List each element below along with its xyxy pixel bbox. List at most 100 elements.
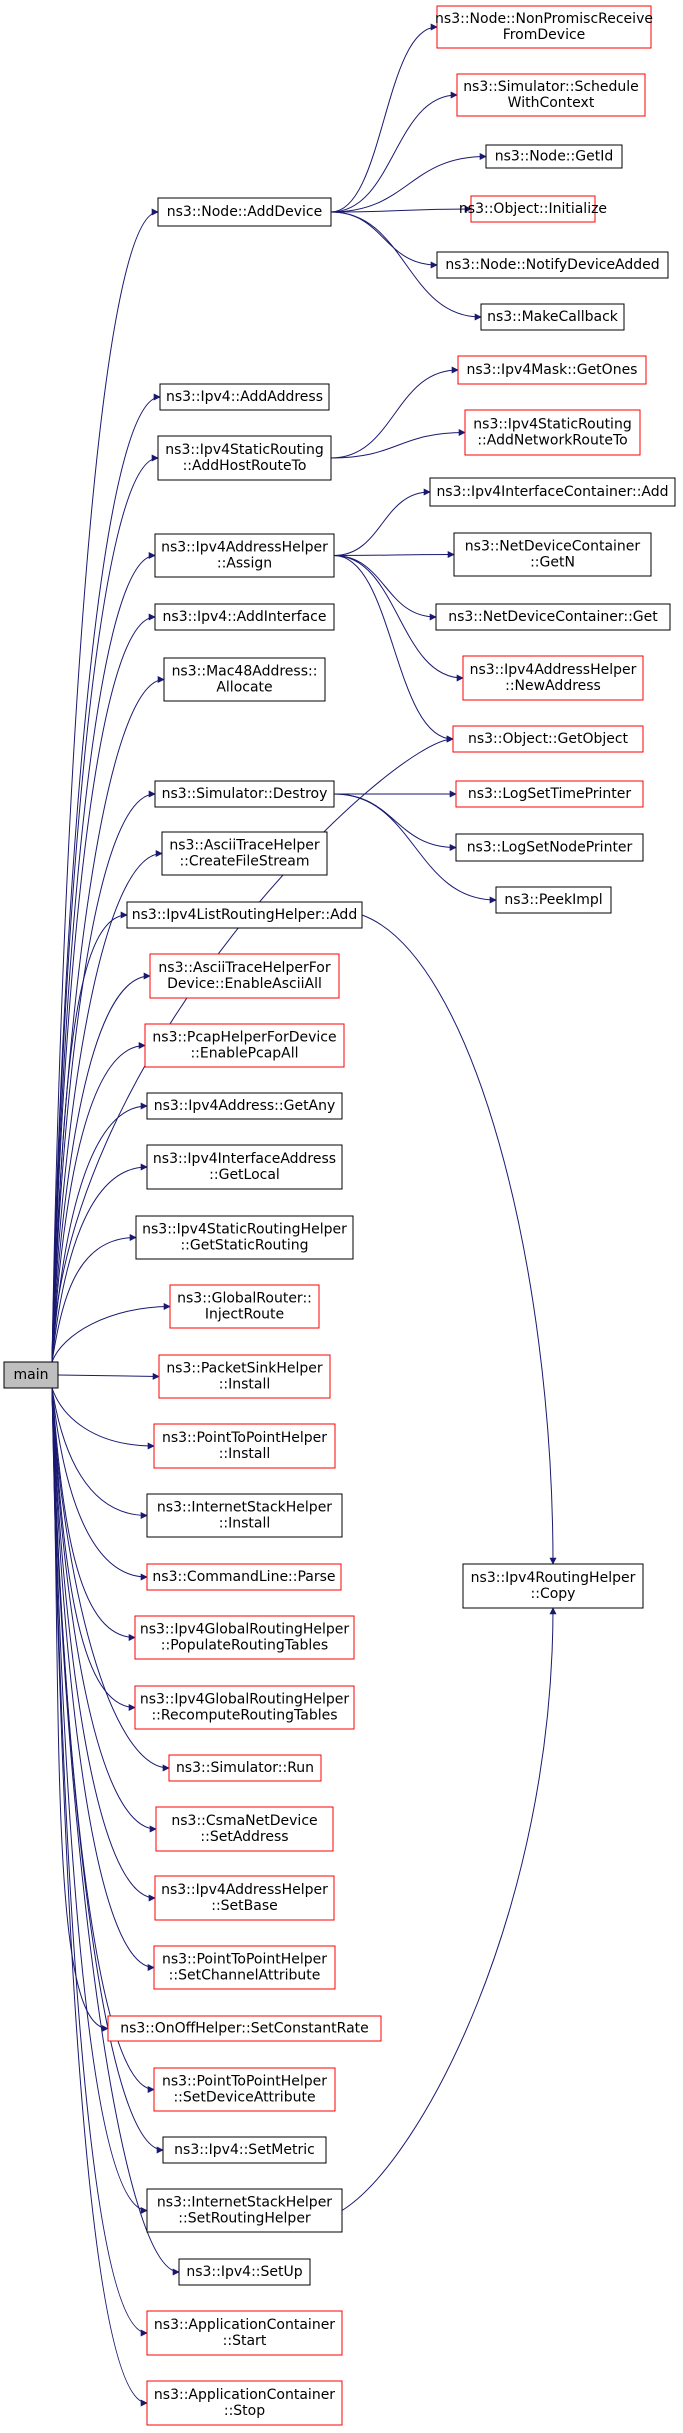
edge-setrouting-to-rh_copy [341,1607,557,2211]
node-injectroute[interactable]: ns3::GlobalRouter::InjectRoute [169,1284,320,1329]
node-ascii-cfs[interactable]: ns3::AsciiTraceHelper::CreateFileStream [161,831,328,876]
node-box [480,303,625,331]
node-label: ::GetN [530,555,575,571]
node-node-adddevice[interactable]: ns3::Node::AddDevice [157,197,332,227]
node-label: ::CreateFileStream [179,854,309,870]
node-label: ns3::CommandLine::Parse [152,1569,335,1585]
node-peekimpl[interactable]: ns3::PeekImpl [495,886,612,914]
edge-main-to-setdevattr [51,1387,155,2093]
node-box [153,1945,336,1990]
node-ndc-get[interactable]: ns3::NetDeviceContainer::Get [435,603,671,631]
node-label: ::Assign [217,556,272,572]
node-ascii-all[interactable]: ns3::AsciiTraceHelperForDevice::EnableAs… [149,953,340,999]
node-box [159,383,330,411]
node-label: ::GetStaticRouting [180,1238,308,1254]
node-label: ns3::Ipv4Address::GetAny [154,1098,336,1114]
node-box [453,532,652,577]
node-label: ::Install [219,1516,271,1532]
node-sink-install[interactable]: ns3::PacketSinkHelper::Install [158,1354,331,1399]
node-newaddr[interactable]: ns3::Ipv4AddressHelper::NewAddress [462,655,644,701]
node-ifc-add[interactable]: ns3::Ipv4InterfaceContainer::Add [429,477,676,507]
node-getlocal[interactable]: ns3::Ipv4InterfaceAddress::GetLocal [146,1144,343,1190]
node-listrh-add[interactable]: ns3::Ipv4ListRoutingHelper::Add [126,901,363,929]
edge-destroy-to-peekimpl [333,793,497,904]
node-label: ::Copy [531,1586,576,1602]
node-box [146,2380,343,2426]
node-obj-init[interactable]: ns3::Object::Initialize [459,195,607,223]
node-ipv4-addaddr[interactable]: ns3::Ipv4::AddAddress [159,383,330,411]
node-box [435,603,671,631]
node-getones[interactable]: ns3::Ipv4Mask::GetOnes [457,355,647,385]
node-getstatic[interactable]: ns3::Ipv4StaticRoutingHelper::GetStaticR… [135,1215,354,1260]
node-setconstrate[interactable]: ns3::OnOffHelper::SetConstantRate [107,2015,382,2042]
node-label: WithContext [508,95,595,111]
node-addnet[interactable]: ns3::Ipv4StaticRouting::AddNetworkRouteT… [464,409,641,456]
edge-main-to-getlocal [51,1163,148,1363]
node-mac48[interactable]: ns3::Mac48Address::Allocate [163,657,326,702]
node-addiface[interactable]: ns3::Ipv4::AddInterface [154,603,335,631]
node-box [153,2067,336,2112]
node-notifydev[interactable]: ns3::Node::NotifyDeviceAdded [436,251,669,279]
node-run[interactable]: ns3::Simulator::Run [168,1754,322,1782]
node-rh-copy[interactable]: ns3::Ipv4RoutingHelper::Copy [462,1563,644,1609]
node-lognode[interactable]: ns3::LogSetNodePrinter [455,833,644,862]
node-assign[interactable]: ns3::Ipv4AddressHelper::Assign [154,533,335,578]
node-label: ::NewAddress [505,678,601,694]
node-getany[interactable]: ns3::Ipv4Address::GetAny [146,1092,343,1120]
node-label: ns3::PointToPointHelper [162,2074,327,2090]
node-app-stop[interactable]: ns3::ApplicationContainer::Stop [146,2380,343,2426]
node-setmetric[interactable]: ns3::Ipv4::SetMetric [162,2136,327,2164]
edge-node_adddevice-to-notifydev [330,211,438,269]
node-inet-install[interactable]: ns3::InternetStackHelper::Install [146,1493,343,1538]
edge-main-to-injectroute [51,1303,171,1363]
node-box [169,1284,320,1329]
edge-main-to-getstatic [51,1234,137,1363]
node-parse[interactable]: ns3::CommandLine::Parse [146,1563,342,1591]
edge-main-to-setup [51,1387,180,2276]
node-label: ::SetBase [211,1898,278,1914]
node-getid[interactable]: ns3::Node::GetId [485,144,623,169]
node-box [436,251,669,279]
node-label: ns3::Ipv4ListRoutingHelper::Add [132,907,357,923]
node-box [456,73,646,117]
node-addhost[interactable]: ns3::Ipv4StaticRouting::AddHostRouteTo [157,435,332,481]
node-box [135,1215,354,1260]
node-box [155,1806,334,1852]
node-label: ns3::Ipv4AddressHelper [161,1882,328,1898]
node-box [495,886,612,914]
edge-main-to-ascii_all [51,972,151,1363]
node-getobject[interactable]: ns3::Object::GetObject [452,725,644,753]
node-setchanattr[interactable]: ns3::PointToPointHelper::SetChannelAttri… [153,1945,336,1990]
node-ndc-getn[interactable]: ns3::NetDeviceContainer::GetN [453,532,652,577]
node-csma-setaddr[interactable]: ns3::CsmaNetDevice::SetAddress [155,1806,334,1852]
node-box [157,197,332,227]
node-pcap-all[interactable]: ns3::PcapHelperForDevice::EnablePcapAll [144,1023,345,1068]
node-setdevattr[interactable]: ns3::PointToPointHelper::SetDeviceAttrib… [153,2067,336,2112]
node-recompute[interactable]: ns3::Ipv4GlobalRoutingHelper::RecomputeR… [134,1685,355,1730]
node-box [134,1615,355,1660]
node-box [154,1875,335,1921]
node-setbase[interactable]: ns3::Ipv4AddressHelper::SetBase [154,1875,335,1921]
node-main[interactable]: main [3,1361,59,1389]
node-box [146,2310,343,2356]
edge-node_adddevice-to-schedctx [330,91,458,213]
node-populate[interactable]: ns3::Ipv4GlobalRoutingHelper::PopulateRo… [134,1615,355,1660]
node-label: ns3::LogSetTimePrinter [468,786,632,802]
node-makecb[interactable]: ns3::MakeCallback [480,303,625,331]
node-logtime[interactable]: ns3::LogSetTimePrinter [455,780,644,808]
edge-main-to-addiface [51,613,156,1363]
node-box [452,725,644,753]
node-label: ns3::ApplicationContainer [154,2387,335,2403]
node-app-start[interactable]: ns3::ApplicationContainer::Start [146,2310,343,2356]
node-label: ns3::Ipv4Mask::GetOnes [467,362,638,378]
node-setup[interactable]: ns3::Ipv4::SetUp [178,2258,311,2286]
node-setrouting[interactable]: ns3::InternetStackHelper::SetRoutingHelp… [146,2188,343,2233]
node-p2p-install[interactable]: ns3::PointToPointHelper::Install [153,1423,336,1469]
node-label: ::Stop [224,2403,265,2419]
node-destroy[interactable]: ns3::Simulator::Destroy [154,780,335,808]
edge-main-to-node_adddevice [51,208,159,1363]
node-box [146,2188,343,2233]
